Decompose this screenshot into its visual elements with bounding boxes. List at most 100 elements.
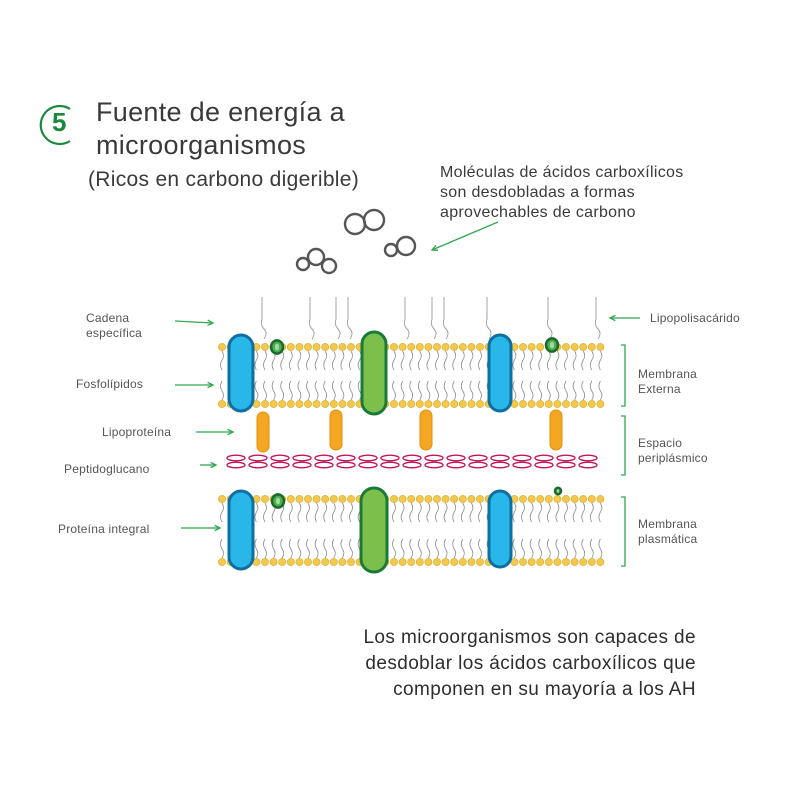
peptidoglycan-unit: [512, 454, 532, 462]
lipoprotein: [549, 409, 563, 451]
peptidoglycan-unit: [512, 461, 532, 469]
peptidoglycan-unit: [446, 454, 466, 462]
arrow-icon-head: [608, 314, 616, 322]
channel-protein-pore: [274, 343, 280, 351]
peptidoglycan-unit: [248, 461, 268, 469]
lipoprotein: [419, 409, 433, 451]
caption-line-2: desdoblar los ácidos carboxílicos que: [365, 653, 696, 674]
arrow-icon-head: [214, 524, 222, 532]
caption-line-1: Los microorganismos son capaces de: [363, 627, 696, 648]
peptidoglycan-unit: [358, 461, 378, 469]
lipopolysaccharide-chain: [546, 297, 553, 340]
channel-protein-pore: [549, 341, 555, 349]
page-subtitle: (Ricos en carbono digerible): [88, 168, 360, 191]
lipoprotein: [256, 411, 270, 453]
label-membrana-plasmatica-line-1: Membrana: [638, 517, 697, 531]
molecule-icon: [295, 247, 338, 275]
arrow-icon-head: [207, 319, 215, 326]
label-membrana-plasmatica-line-2: plasmática: [638, 532, 698, 546]
peptidoglycan-unit: [556, 454, 576, 462]
peptidoglycan-unit: [402, 454, 422, 462]
arrow-icon-head: [430, 245, 439, 251]
lipopolysaccharide-chain: [430, 297, 437, 340]
channel-protein-pore: [275, 497, 281, 505]
label-fosfolipidos: Fosfolípidos: [76, 377, 144, 391]
protein-blue: [227, 489, 255, 571]
lipopolysaccharide-chain: [334, 297, 341, 340]
arrow-icon: [174, 320, 214, 324]
peptidoglycan-unit: [534, 454, 554, 462]
peptidoglycan-unit: [490, 454, 510, 462]
peptidoglycan-unit: [556, 461, 576, 469]
peptidoglycan-unit: [424, 454, 444, 462]
peptidoglycan-unit: [534, 461, 554, 469]
label-cadena-line-1: Cadena: [86, 311, 130, 325]
arrow-icon-head: [210, 461, 218, 469]
peptidoglycan-unit: [468, 454, 488, 462]
label-membrana-plasmatica: Membrana plasmática: [638, 517, 697, 547]
channel-protein-pore: [556, 489, 560, 493]
step-circle-icon: [39, 104, 71, 146]
label-proteina-integral: Proteína integral: [58, 522, 150, 536]
callout-line-1: Moléculas de ácidos carboxílicos: [440, 164, 684, 181]
peptidoglycan-unit: [248, 454, 268, 462]
label-membrana-externa-line-1: Membrana: [638, 367, 697, 381]
protein-blue: [227, 333, 255, 413]
label-peptidoglucano: Peptidoglucano: [64, 462, 150, 476]
label-cadena-especifica: Cadena específica: [86, 311, 142, 341]
lipopolysaccharide-chain: [346, 297, 353, 340]
label-espacio-periplasmico: Espacio periplásmico: [638, 436, 708, 466]
lipopolysaccharide-chain: [260, 297, 267, 340]
protein-green: [359, 486, 389, 574]
arrow-icon-head: [207, 381, 215, 389]
label-cadena-line-2: específica: [86, 326, 143, 340]
lipopolysaccharide-chain: [442, 297, 449, 340]
label-espacio-line-2: periplásmico: [638, 451, 708, 465]
peptidoglycan-unit: [336, 461, 356, 469]
peptidoglycan-unit: [358, 454, 378, 462]
arrow-icon-head: [227, 428, 235, 436]
page-title: Fuente de energía a microorganismos: [96, 96, 345, 162]
callout-line-2: son desdobladas a formas: [440, 184, 635, 201]
peptidoglycan-unit: [424, 461, 444, 469]
peptidoglycan-unit: [292, 454, 312, 462]
peptidoglycan-unit: [578, 461, 598, 469]
peptidoglycan-unit: [226, 461, 246, 469]
lipoprotein: [329, 409, 343, 451]
peptidoglycan-unit: [270, 454, 290, 462]
peptidoglycan-unit: [578, 454, 598, 462]
protein-blue: [487, 489, 513, 569]
peptidoglycan-unit: [380, 454, 400, 462]
caption: Los microorganismos son capaces de desdo…: [236, 625, 696, 703]
title-line-2: microorganismos: [96, 130, 307, 160]
label-lipopolisacarido: Lipopolisacárido: [650, 311, 740, 325]
label-membrana-externa-line-2: Externa: [638, 382, 681, 396]
label-lipoproteina: Lipoproteína: [102, 425, 172, 439]
peptidoglycan-unit: [314, 454, 334, 462]
peptidoglycan-unit: [270, 461, 290, 469]
peptidoglycan-unit: [490, 461, 510, 469]
title-line-1: Fuente de energía a: [96, 97, 345, 127]
lipopolysaccharide-chain: [594, 297, 601, 340]
molecule-icon: [383, 235, 417, 258]
peptidoglycan-unit: [446, 461, 466, 469]
caption-line-3: componen en su mayoría a los AH: [393, 679, 696, 700]
step-number: 5: [52, 107, 67, 137]
peptidoglycan-unit: [292, 461, 312, 469]
peptidoglycan-unit: [402, 461, 422, 469]
peptidoglycan-unit: [380, 461, 400, 469]
lipopolysaccharide-chain: [403, 297, 410, 340]
bracket-membrana-externa: [621, 344, 626, 407]
molecules-callout: Moléculas de ácidos carboxílicos son des…: [440, 163, 684, 223]
callout-line-3: aprovechables de carbono: [440, 204, 636, 221]
arrow-icon: [431, 221, 499, 251]
bracket-espacio: [621, 415, 626, 476]
peptidoglycan-unit: [226, 454, 246, 462]
peptidoglycan-unit: [468, 461, 488, 469]
bracket-membrana-plasmatica: [621, 496, 626, 567]
peptidoglycan-unit: [336, 454, 356, 462]
protein-blue: [487, 333, 513, 413]
protein-green: [360, 330, 388, 416]
molecule-icon: [343, 208, 386, 236]
